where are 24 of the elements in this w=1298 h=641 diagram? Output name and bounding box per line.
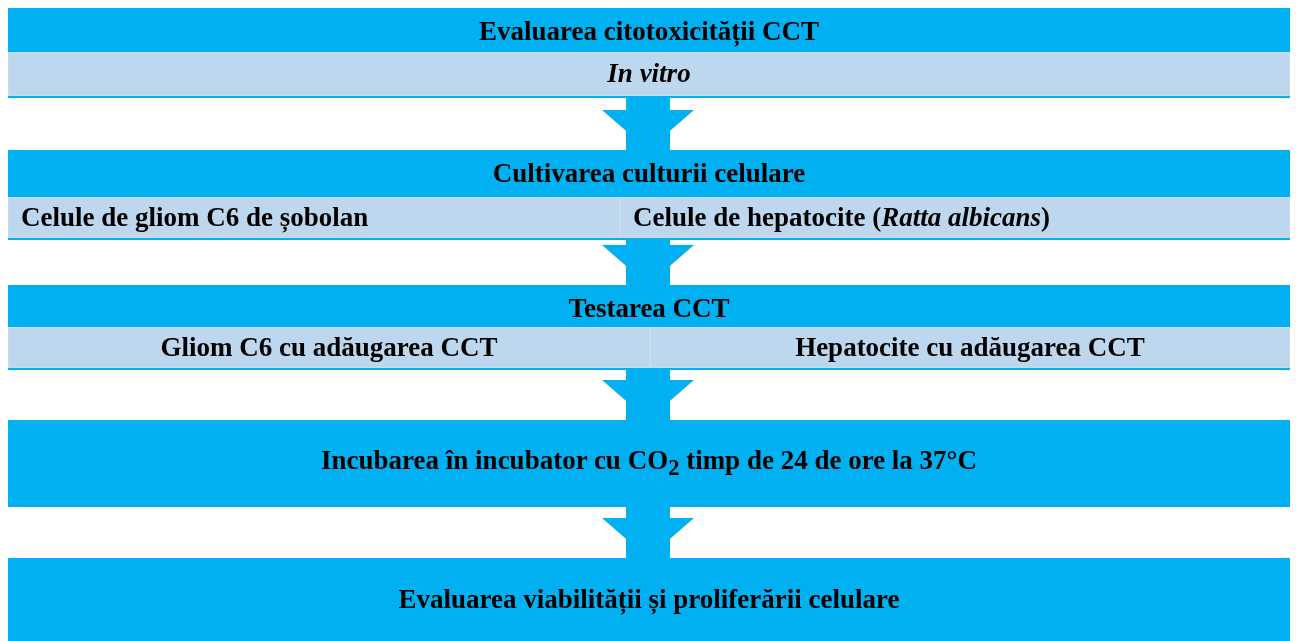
step-detail: In vitro [607,58,691,90]
step-heading: Evaluarea citotoxicității CCT [479,16,819,48]
step-band [8,8,1290,98]
step-heading: Evaluarea viabilității și proliferării celulare [398,583,900,615]
step-detail: Celule de gliom C6 de șobolan [21,201,369,233]
step-heading: Incubarea în incubator cu CO$_{2}$ timp de 24 de ore la 37°C [321,445,977,482]
down-arrow [602,240,694,285]
step-band [8,558,1290,641]
detail-band [620,197,1290,238]
detail-band [8,327,650,368]
detail-band [8,197,620,238]
down-arrow [602,370,694,420]
step-band [8,420,1290,507]
detail-band [8,52,1290,96]
step-heading: Testarea CCT [568,293,730,325]
step-heading: Cultivarea culturii celulare [492,158,806,190]
down-arrow [602,98,694,150]
detail-band [650,327,1290,368]
down-arrow [602,507,694,558]
step-detail: Celule de hepatocite (Ratta albicans) [633,201,1050,233]
step-band [8,285,1290,370]
step-detail: Hepatocite cu adăugarea CCT [795,331,1145,363]
step-band [8,150,1290,240]
step-detail: Gliom C6 cu adăugarea CCT [160,331,498,363]
